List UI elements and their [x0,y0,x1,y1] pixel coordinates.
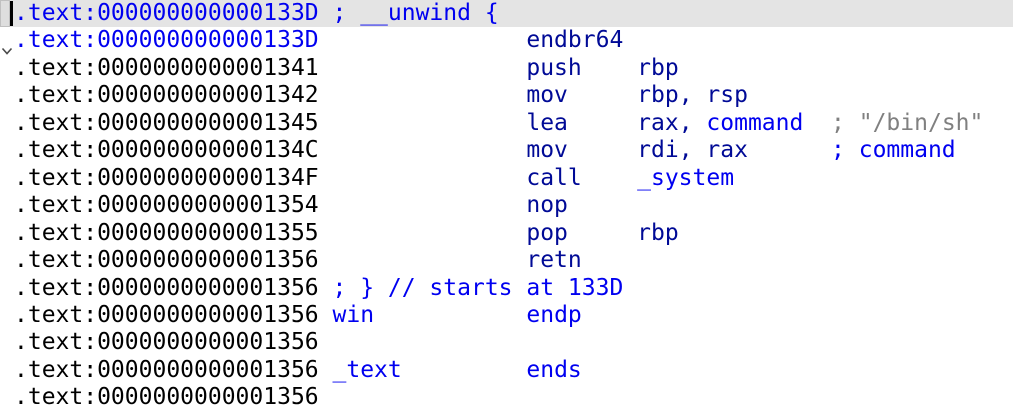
spacer [319,220,527,246]
disasm-line[interactable]: .text:000000000000133D ; __unwind { [0,0,1013,28]
spacer [319,302,333,328]
name-token[interactable]: ; command [831,137,956,164]
disasm-line[interactable]: .text:0000000000001356 [0,329,1013,356]
spacer [748,137,831,163]
spacer [319,55,527,81]
name-token[interactable]: endp [526,301,582,328]
address-prefix[interactable]: .text:000000000000134C [14,137,319,164]
instruction-token[interactable]: pop [526,219,568,246]
address-prefix[interactable]: .text:0000000000001356 [14,301,319,328]
disasm-line[interactable]: .text:0000000000001356 [0,384,1013,411]
address-prefix[interactable]: .text:0000000000001356 [14,247,319,274]
disasm-line[interactable]: .text:0000000000001341 push rbp [0,55,1013,82]
instruction-token[interactable]: push [526,54,582,81]
instruction-token[interactable]: rbp [637,219,679,246]
spacer [319,82,527,108]
spacer [568,110,637,136]
disasm-line[interactable]: .text:000000000000133D endbr64 [0,27,1013,56]
address-prefix[interactable]: .text:000000000000134F [14,164,319,191]
spacer [568,82,637,108]
name-token[interactable]: _text [332,356,402,383]
spacer [402,357,527,383]
spacer [374,302,526,328]
address-prefix-highlighted[interactable]: .text:000000000000133D [14,27,319,54]
instruction-token[interactable]: rax, [637,109,707,136]
instruction-token[interactable]: lea [526,109,568,136]
name-token[interactable]: command [706,109,804,136]
disasm-line[interactable]: .text:0000000000001345 lea rax, command … [0,110,1013,137]
spacer [582,165,637,191]
spacer [568,220,637,246]
spacer [319,110,527,136]
address-prefix[interactable]: .text:0000000000001356 [14,384,319,411]
spacer [582,55,637,81]
name-token[interactable]: ; __unwind { [332,0,499,26]
disasm-line[interactable]: .text:0000000000001356 ; } // starts at … [0,275,1013,302]
disasm-line[interactable]: .text:000000000000134C mov rdi, rax ; co… [0,137,1013,164]
spacer [319,357,333,383]
line-prefix-margin [0,0,10,28]
disasm-line[interactable]: .text:0000000000001354 nop [0,192,1013,219]
spacer [568,137,637,163]
spacer [803,110,831,136]
disasm-line[interactable]: .text:0000000000001355 pop rbp [0,220,1013,247]
disasm-line[interactable]: .text:0000000000001342 mov rbp, rsp [0,82,1013,109]
address-prefix[interactable]: .text:0000000000001356 [14,274,319,301]
address-prefix[interactable]: .text:0000000000001341 [14,54,319,81]
address-prefix[interactable]: .text:0000000000001356 [14,356,319,383]
name-token[interactable]: ; } // starts at 133D [332,274,624,301]
text-cursor-caret [10,1,13,26]
disasm-line[interactable]: .text:0000000000001356 win endp [0,302,1013,329]
spacer [319,137,527,163]
spacer [319,165,527,191]
instruction-token[interactable]: mov [526,82,568,109]
address-prefix[interactable]: .text:0000000000001342 [14,82,319,109]
chevron-down-icon[interactable] [1,36,13,63]
disasm-line[interactable]: .text:000000000000134F call _system [0,165,1013,192]
instruction-token[interactable]: mov [526,137,568,164]
name-token[interactable]: ends [526,356,582,383]
spacer [319,275,333,301]
spacer [319,27,527,53]
address-prefix[interactable]: .text:0000000000001355 [14,219,319,246]
name-token[interactable]: _system [637,164,735,191]
disasm-line[interactable]: .text:0000000000001356 _text ends [0,357,1013,384]
instruction-token[interactable]: nop [526,192,568,219]
instruction-token[interactable]: rbp [637,54,679,81]
address-prefix[interactable]: .text:0000000000001345 [14,109,319,136]
address-prefix[interactable]: .text:0000000000001356 [14,329,319,356]
spacer [319,192,527,218]
spacer [319,247,527,273]
spacer [319,0,333,26]
address-prefix[interactable]: .text:0000000000001354 [14,192,319,219]
instruction-token[interactable]: endbr64 [526,27,624,54]
instruction-token[interactable]: retn [526,247,582,274]
instruction-token[interactable]: rbp, rsp [637,82,748,109]
comment-token[interactable]: ; "/bin/sh" [831,109,984,136]
name-token[interactable]: win [332,301,375,328]
instruction-token[interactable]: rdi, rax [637,137,748,164]
instruction-token[interactable]: call [526,164,582,191]
address-prefix-highlighted[interactable]: .text:000000000000133D [14,0,319,26]
disasm-line[interactable]: .text:0000000000001356 retn [0,247,1013,274]
